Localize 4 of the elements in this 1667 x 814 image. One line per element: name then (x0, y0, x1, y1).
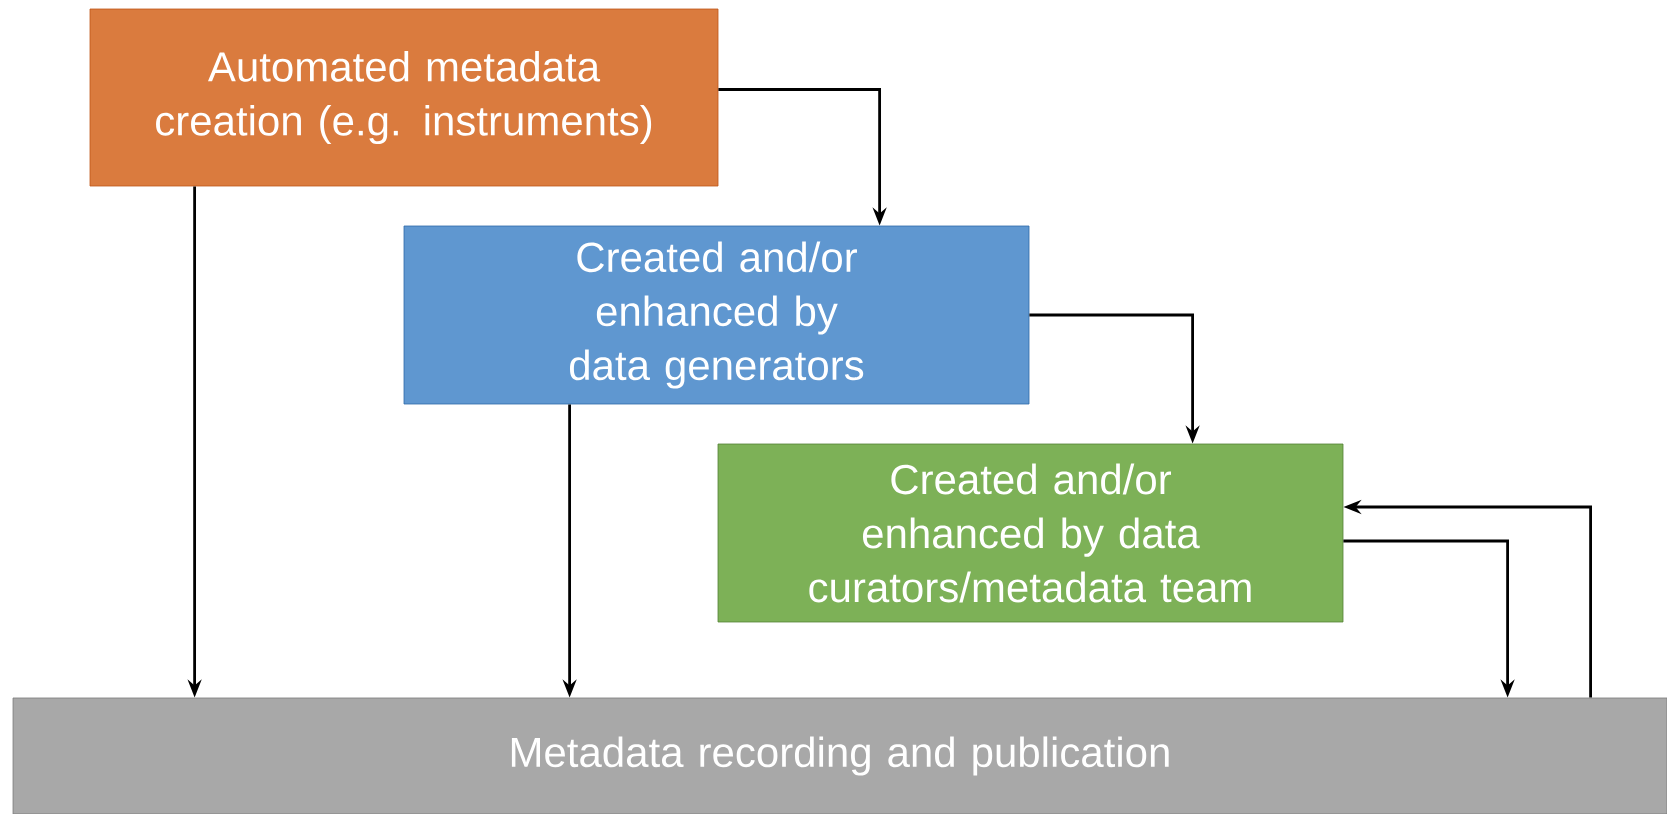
process-box: Created and/or enhanced by data generators (403, 225, 1030, 405)
process-box: Automated metadata creation (e.g. instruments) (89, 8, 719, 187)
output-band: Metadata recording and publication (12, 697, 1667, 814)
process-box: Created and/or enhanced by data curators/metadata team (717, 443, 1344, 623)
